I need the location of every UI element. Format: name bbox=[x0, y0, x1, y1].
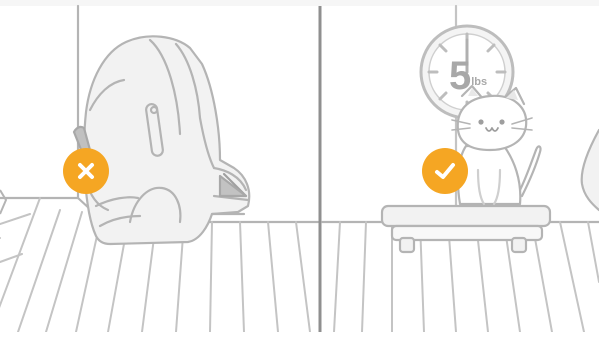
correct-badge bbox=[422, 148, 468, 194]
adjacent-object-left-edge bbox=[0, 190, 6, 214]
check-icon bbox=[433, 160, 457, 182]
litter-box-tipped bbox=[74, 36, 249, 244]
scale-platform bbox=[382, 206, 550, 252]
incorrect-badge bbox=[63, 148, 109, 194]
top-strip bbox=[0, 0, 599, 6]
left-panel bbox=[0, 6, 318, 332]
adjacent-object-edge bbox=[582, 130, 599, 210]
close-icon bbox=[75, 160, 97, 182]
